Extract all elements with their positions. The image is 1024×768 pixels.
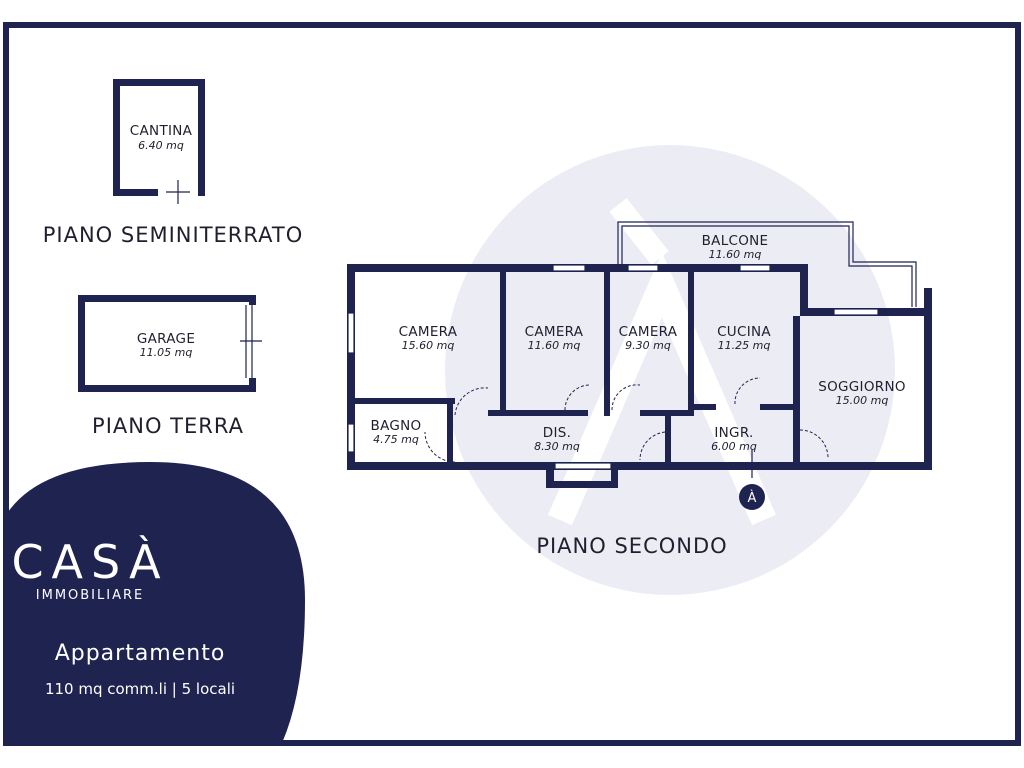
brand-logo-subtitle: IMMOBILIARE: [36, 588, 144, 603]
garage-plan: GARAGE 11.05 mq: [78, 295, 262, 392]
room-name-dis: DIS.: [543, 425, 571, 441]
brand-logo-text: CASÀ: [11, 535, 168, 589]
room-name-ingr: INGR.: [714, 425, 753, 441]
floor-title-secondo: PIANO SECONDO: [536, 534, 727, 558]
room-name-bagno: BAGNO: [371, 418, 422, 434]
room-area-balcone: 11.60 mq: [709, 248, 762, 261]
entrance-marker-label: À: [748, 490, 757, 506]
property-type: Appartamento: [55, 641, 226, 666]
room-area-bagno: 4.75 mq: [373, 433, 419, 446]
floor-title-terra: PIANO TERRA: [92, 414, 244, 438]
room-name-camera-2: CAMERA: [525, 324, 584, 340]
room-area-soggiorno: 15.00 mq: [836, 394, 889, 407]
room-name-cantina: CANTINA: [130, 123, 193, 139]
room-area-cantina: 6.40 mq: [138, 139, 184, 152]
watermark-logo: [445, 145, 895, 595]
property-details: 110 mq comm.li | 5 locali: [45, 680, 235, 698]
room-name-camera-1: CAMERA: [399, 324, 458, 340]
room-name-camera-3: CAMERA: [619, 324, 678, 340]
room-area-camera-2: 11.60 mq: [528, 339, 581, 352]
room-name-cucina: CUCINA: [717, 324, 771, 340]
room-name-soggiorno: SOGGIORNO: [818, 379, 906, 395]
room-area-cucina: 11.25 mq: [718, 339, 771, 352]
room-area-garage: 11.05 mq: [140, 346, 193, 359]
cantina-plan: CANTINA 6.40 mq: [113, 79, 205, 204]
brand-badge: CASÀ IMMOBILIARE Appartamento 110 mq com…: [6, 462, 305, 743]
room-name-balcone: BALCONE: [702, 233, 769, 249]
page-frame: [3, 22, 1021, 746]
entrance-marker: [739, 484, 765, 510]
room-area-camera-1: 15.60 mq: [402, 339, 455, 352]
floor-title-seminterrato: PIANO SEMINITERRATO: [43, 223, 303, 247]
piano-secondo-plan: À BALCONE 11.60 mq CAMERA 15.60 mq CAMER…: [347, 221, 932, 510]
room-area-dis: 8.30 mq: [534, 440, 580, 453]
room-name-garage: GARAGE: [137, 331, 195, 347]
room-area-camera-3: 9.30 mq: [625, 339, 671, 352]
room-area-ingr: 6.00 mq: [711, 440, 757, 453]
